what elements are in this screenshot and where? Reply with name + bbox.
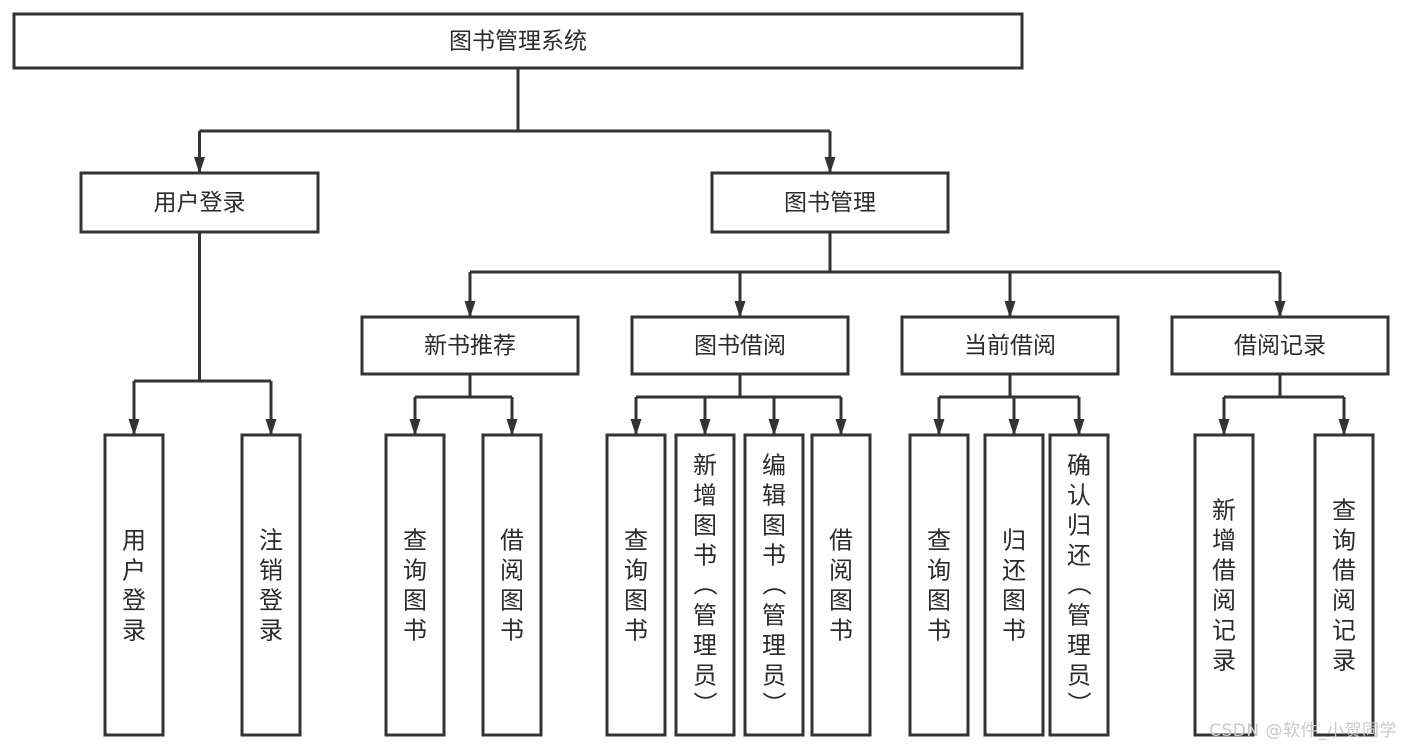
arrow-head-icon [1274, 301, 1286, 318]
node-book-manage[interactable]: 图书管理 [710, 171, 950, 234]
node-leaf-query-book-3[interactable]: 查询图书 [908, 433, 970, 737]
node-label-leaf-query-book-3: 查询图书 [927, 526, 951, 644]
arrow-head-icon [630, 419, 642, 436]
node-box-leaf-query-book-1 [384, 433, 446, 737]
node-leaf-borrow-book-2[interactable]: 借阅图书 [810, 433, 872, 737]
node-box-book-borrow [630, 315, 850, 376]
node-label-leaf-query-book-2: 查询图书 [624, 526, 648, 644]
node-box-leaf-edit-book [743, 433, 805, 737]
node-box-root [12, 12, 1024, 70]
node-box-leaf-add-book [674, 433, 736, 737]
arrow-head-icon [506, 419, 518, 436]
arrow-head-icon [265, 419, 277, 436]
node-box-new-book-rec [360, 315, 580, 376]
node-label-leaf-return-book: 归还图书 [1002, 526, 1026, 644]
node-box-leaf-borrow-book-1 [481, 433, 543, 737]
node-current-borrow[interactable]: 当前借阅 [900, 315, 1120, 376]
arrow-head-icon [464, 301, 476, 318]
edge-group-current-borrow [933, 374, 1085, 436]
arrow-head-icon [409, 419, 421, 436]
node-label-root: 图书管理系统 [449, 29, 587, 55]
node-label-leaf-logout: 注销登录 [259, 526, 283, 644]
node-leaf-confirm-return[interactable]: 确认归还（管理员） [1048, 433, 1110, 737]
arrow-head-icon [1073, 419, 1085, 436]
node-leaf-add-record[interactable]: 新增借阅记录 [1193, 433, 1255, 737]
nodes-layer: 图书管理系统用户登录图书管理新书推荐图书借阅当前借阅借阅记录用户登录注销登录查询… [12, 12, 1390, 737]
node-leaf-return-book[interactable]: 归还图书 [983, 433, 1045, 737]
node-label-leaf-add-record: 新增借阅记录 [1212, 496, 1236, 674]
node-box-current-borrow [900, 315, 1120, 376]
node-label-borrow-record: 借阅记录 [1234, 333, 1326, 359]
node-leaf-query-book-1[interactable]: 查询图书 [384, 433, 446, 737]
node-box-leaf-query-book-2 [605, 433, 667, 737]
node-label-new-book-rec: 新书推荐 [424, 333, 516, 359]
edge-group-user-login [128, 232, 277, 436]
node-box-leaf-logout [240, 433, 302, 737]
arrow-head-icon [835, 419, 847, 436]
node-label-leaf-query-record: 查询借阅记录 [1332, 496, 1356, 674]
node-user-login[interactable]: 用户登录 [79, 171, 320, 234]
arrow-head-icon [824, 157, 836, 174]
node-label-leaf-borrow-book-2: 借阅图书 [829, 526, 853, 644]
node-box-leaf-confirm-return [1048, 433, 1110, 737]
edge-group-book-manage [464, 232, 1286, 318]
edge-group-new-book-rec [409, 374, 518, 436]
node-label-leaf-confirm-return: 确认归还（管理员） [1067, 451, 1091, 719]
node-leaf-borrow-book-1[interactable]: 借阅图书 [481, 433, 543, 737]
node-label-leaf-query-book-1: 查询图书 [403, 526, 427, 644]
node-box-leaf-query-book-3 [908, 433, 970, 737]
node-box-book-manage [710, 171, 950, 234]
node-label-current-borrow: 当前借阅 [964, 333, 1056, 359]
arrow-head-icon [933, 419, 945, 436]
edge-group-root [194, 68, 836, 174]
node-root[interactable]: 图书管理系统 [12, 12, 1024, 70]
node-label-leaf-edit-book: 编辑图书（管理员） [762, 451, 786, 719]
node-borrow-record[interactable]: 借阅记录 [1170, 315, 1390, 376]
arrow-head-icon [768, 419, 780, 436]
node-box-leaf-borrow-book-2 [810, 433, 872, 737]
edge-group-borrow-record [1218, 374, 1350, 436]
node-label-leaf-add-book: 新增图书（管理员） [693, 451, 717, 719]
node-label-leaf-user-login: 用户登录 [122, 526, 146, 644]
node-box-leaf-user-login [103, 433, 165, 737]
node-leaf-add-book[interactable]: 新增图书（管理员） [674, 433, 736, 737]
node-label-book-manage: 图书管理 [784, 190, 876, 216]
node-leaf-user-login[interactable]: 用户登录 [103, 433, 165, 737]
arrow-head-icon [1008, 419, 1020, 436]
node-book-borrow[interactable]: 图书借阅 [630, 315, 850, 376]
node-label-leaf-borrow-book-1: 借阅图书 [500, 526, 524, 644]
node-box-leaf-return-book [983, 433, 1045, 737]
node-label-book-borrow: 图书借阅 [694, 333, 786, 359]
node-box-leaf-query-record [1313, 433, 1375, 737]
arrow-head-icon [1218, 419, 1230, 436]
node-leaf-query-record[interactable]: 查询借阅记录 [1313, 433, 1375, 737]
node-new-book-rec[interactable]: 新书推荐 [360, 315, 580, 376]
arrow-head-icon [699, 419, 711, 436]
edges-layer [128, 68, 1350, 436]
edge-group-book-borrow [630, 374, 847, 436]
node-box-borrow-record [1170, 315, 1390, 376]
arrow-head-icon [128, 419, 140, 436]
node-box-leaf-add-record [1193, 433, 1255, 737]
arrow-head-icon [1338, 419, 1350, 436]
arrow-head-icon [1004, 301, 1016, 318]
arrow-head-icon [194, 157, 205, 174]
node-box-user-login [79, 171, 320, 234]
arrow-head-icon [734, 301, 746, 318]
node-label-user-login: 用户登录 [154, 190, 246, 216]
node-leaf-query-book-2[interactable]: 查询图书 [605, 433, 667, 737]
node-leaf-edit-book[interactable]: 编辑图书（管理员） [743, 433, 805, 737]
node-leaf-logout[interactable]: 注销登录 [240, 433, 302, 737]
